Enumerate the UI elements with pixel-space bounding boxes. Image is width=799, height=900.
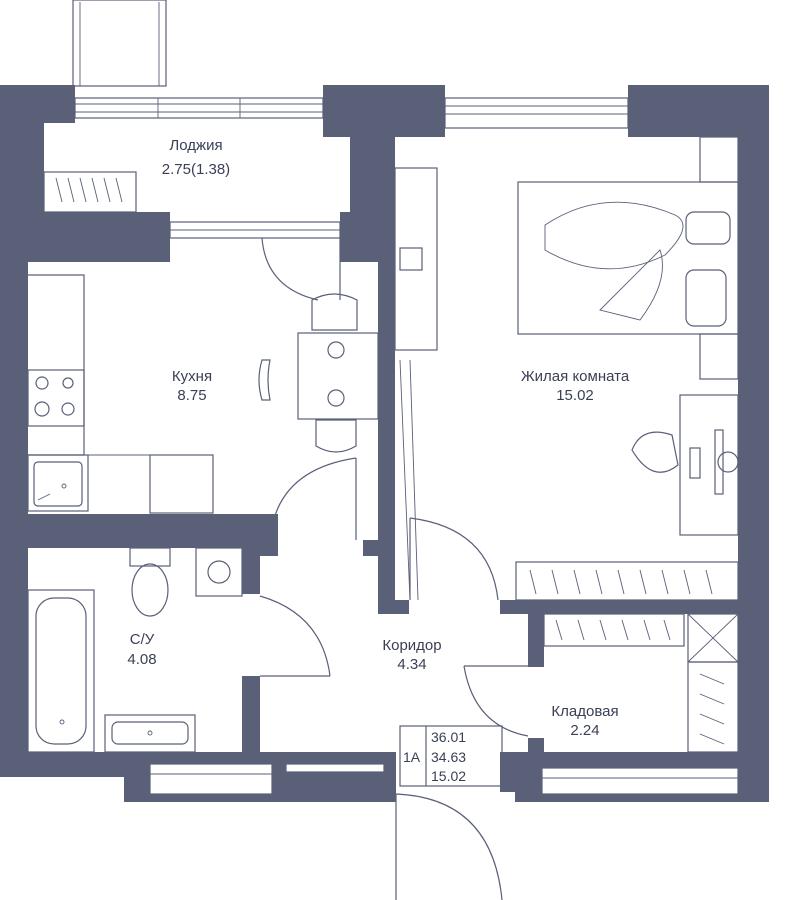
room-name-kitchen: Кухня <box>172 368 212 385</box>
area-without-loggia: 34.63 <box>431 749 466 765</box>
doors <box>259 237 529 900</box>
room-labels: Лоджия 2.75(1.38) Кухня 8.75 Жилая комна… <box>127 137 629 739</box>
kitchen-furniture <box>27 274 379 514</box>
room-area-storage: 2.24 <box>570 722 599 739</box>
balcony-frame <box>72 0 167 87</box>
living-area: 15.02 <box>431 768 466 784</box>
room-name-corridor: Коридор <box>382 637 441 654</box>
room-name-storage: Кладовая <box>551 703 618 720</box>
windows <box>74 97 739 795</box>
room-area-loggia: 2.75(1.38) <box>162 161 230 178</box>
total-area: 36.01 <box>431 729 466 745</box>
walls <box>0 85 769 802</box>
bathroom-fixtures <box>27 547 243 753</box>
room-name-loggia: Лоджия <box>169 137 222 154</box>
living-furniture <box>394 136 739 601</box>
apartment-info-box: 1А 36.01 34.63 15.02 <box>399 725 503 787</box>
room-name-living: Жилая комната <box>521 368 630 385</box>
room-area-corridor: 4.34 <box>397 656 426 673</box>
loggia-dryer <box>43 171 137 213</box>
room-area-living: 15.02 <box>556 387 594 404</box>
room-name-bathroom: С/У <box>130 631 155 648</box>
room-area-kitchen: 8.75 <box>177 387 206 404</box>
storage-fixtures <box>543 613 739 753</box>
apartment-type: 1А <box>403 749 421 765</box>
room-area-bathroom: 4.08 <box>127 651 156 668</box>
